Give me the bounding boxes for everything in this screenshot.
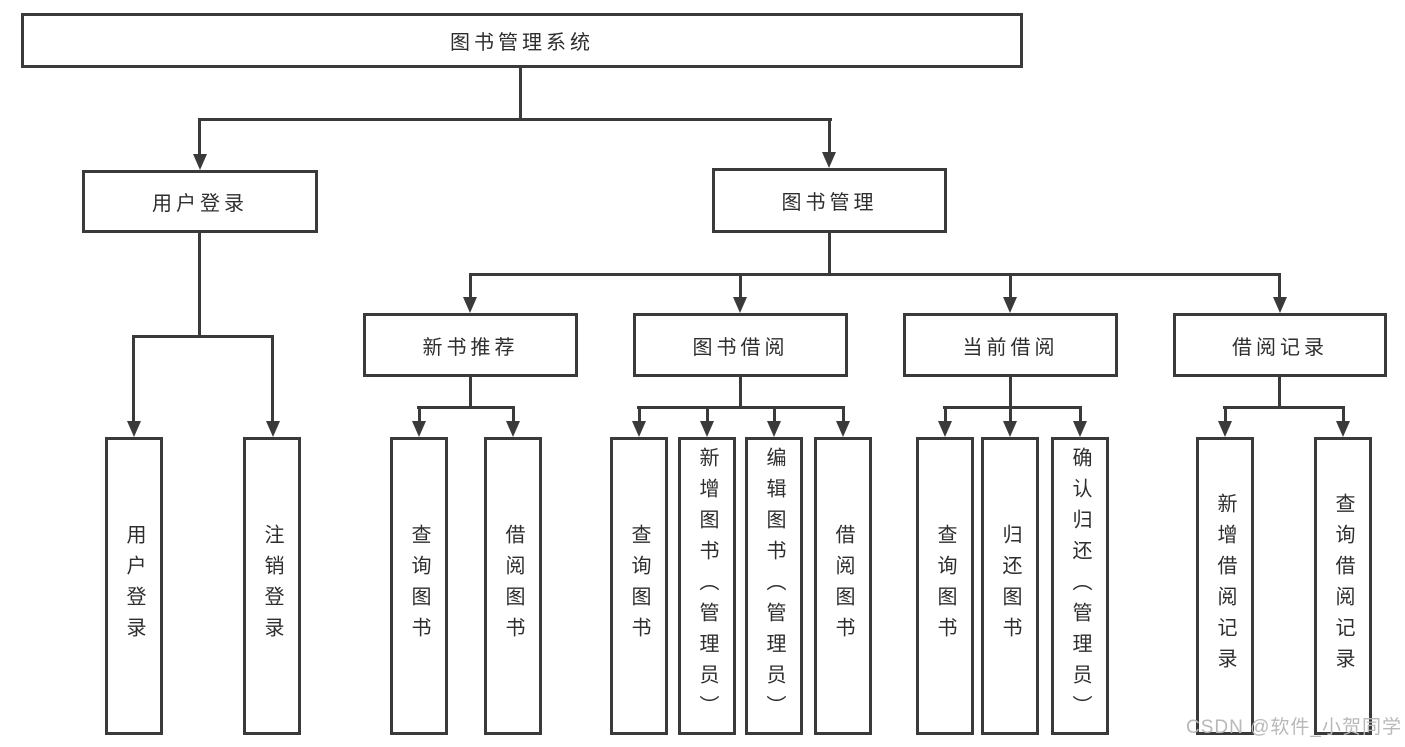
node-label: 查询图书 (934, 524, 956, 648)
node-borrow-books-recommend: 借阅图书 (484, 437, 542, 735)
arrowhead-down-icon (733, 297, 747, 313)
csdn-watermark: CSDN @软件_小贺同学 (1186, 717, 1402, 738)
connector-line (198, 118, 201, 154)
arrowhead-down-icon (463, 297, 477, 313)
node-label: 新增图书（管理员） (696, 446, 718, 726)
connector-line (132, 335, 135, 421)
connector-line (1278, 377, 1281, 407)
connector-line (828, 233, 831, 273)
node-new-book-recommend: 新书推荐 (363, 313, 578, 377)
node-label: 归还图书 (999, 524, 1021, 648)
connector-line (638, 406, 641, 421)
node-add-borrow-record: 新增借阅记录 (1196, 437, 1254, 735)
node-query-books-current: 查询图书 (916, 437, 974, 735)
node-library-management-system: 图书管理系统 (21, 13, 1023, 68)
arrowhead-down-icon (767, 421, 781, 437)
node-query-books-borrowing: 查询图书 (610, 437, 668, 735)
arrowhead-down-icon (412, 421, 426, 437)
connector-line (828, 118, 831, 152)
arrowhead-down-icon (1273, 297, 1287, 313)
node-logout: 注销登录 (243, 437, 301, 735)
node-label: 当前借阅 (962, 336, 1059, 359)
node-label: 新书推荐 (422, 336, 519, 359)
connector-line (1223, 406, 1345, 409)
node-query-books-recommend: 查询图书 (390, 437, 448, 735)
node-label: 借阅图书 (832, 524, 854, 648)
connector-line (132, 335, 274, 338)
arrowhead-down-icon (1003, 421, 1017, 437)
node-borrow-records: 借阅记录 (1173, 313, 1387, 377)
connector-line (1009, 406, 1012, 421)
arrowhead-down-icon (1218, 421, 1232, 437)
node-label: 新增借阅记录 (1214, 493, 1236, 679)
arrowhead-down-icon (127, 421, 141, 437)
arrowhead-down-icon (266, 421, 280, 437)
node-user-login: 用户登录 (82, 170, 318, 233)
connector-line (1009, 273, 1012, 297)
node-book-management: 图书管理 (712, 168, 947, 233)
node-label: 借阅图书 (502, 524, 524, 648)
connector-line (1278, 273, 1281, 297)
connector-line (271, 335, 274, 421)
connector-line (637, 406, 845, 409)
node-borrow-books-borrowing: 借阅图书 (814, 437, 872, 735)
connector-line (469, 273, 472, 297)
node-add-books-admin: 新增图书（管理员） (678, 437, 736, 735)
node-label: 编辑图书（管理员） (763, 446, 785, 726)
node-edit-books-admin: 编辑图书（管理员） (745, 437, 803, 735)
node-query-borrow-record: 查询借阅记录 (1314, 437, 1372, 735)
node-label: 图书管理系统 (450, 32, 594, 54)
connector-line (198, 233, 201, 335)
node-label: 图书管理 (781, 192, 878, 214)
connector-line (418, 406, 421, 421)
arrowhead-down-icon (632, 421, 646, 437)
connector-line (1342, 406, 1345, 421)
node-book-borrowing: 图书借阅 (633, 313, 848, 377)
connector-line (842, 406, 845, 421)
node-label: 图书借阅 (692, 336, 789, 359)
connector-line (773, 406, 776, 421)
connector-line (739, 273, 742, 297)
node-label: 用户登录 (152, 193, 248, 215)
node-confirm-return-admin: 确认归还（管理员） (1051, 437, 1109, 735)
arrowhead-down-icon (700, 421, 714, 437)
node-label: 查询借阅记录 (1332, 493, 1354, 679)
connector-line (1224, 406, 1227, 421)
connector-line (198, 118, 832, 121)
connector-line (512, 406, 515, 421)
connector-line (417, 406, 515, 409)
node-user-login-leaf: 用户登录 (105, 437, 163, 735)
arrowhead-down-icon (1336, 421, 1350, 437)
connector-line (469, 377, 472, 407)
arrowhead-down-icon (938, 421, 952, 437)
arrowhead-down-icon (506, 421, 520, 437)
connector-line (943, 406, 1082, 409)
node-label: 确认归还（管理员） (1069, 446, 1091, 726)
connector-line (944, 406, 947, 421)
node-label: 注销登录 (261, 524, 283, 648)
arrowhead-down-icon (822, 152, 836, 168)
connector-line (1079, 406, 1082, 421)
node-label: 查询图书 (628, 524, 650, 648)
node-label: 用户登录 (123, 524, 145, 648)
arrowhead-down-icon (193, 154, 207, 170)
node-return-books: 归还图书 (981, 437, 1039, 735)
arrowhead-down-icon (1003, 297, 1017, 313)
connector-line (706, 406, 709, 421)
node-current-borrowing: 当前借阅 (903, 313, 1118, 377)
arrowhead-down-icon (1073, 421, 1087, 437)
node-label: 查询图书 (408, 524, 430, 648)
connector-line (1009, 377, 1012, 407)
node-label: 借阅记录 (1232, 336, 1328, 359)
connector-line (739, 377, 742, 407)
arrowhead-down-icon (836, 421, 850, 437)
connector-line (469, 273, 1281, 276)
connector-line (519, 68, 522, 118)
